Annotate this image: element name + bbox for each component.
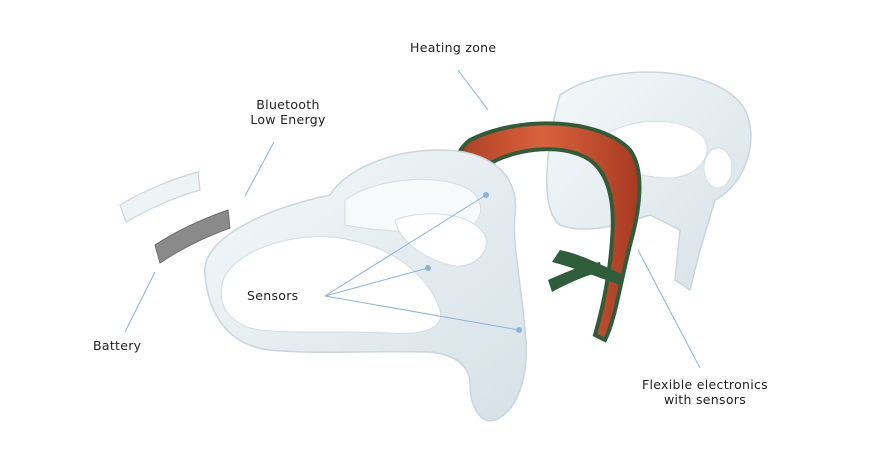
sensor-dot-2 <box>425 265 431 271</box>
rear-headset-shell <box>546 71 752 292</box>
pointer-lines <box>124 69 701 369</box>
bluetooth-module <box>119 171 201 223</box>
sensor-dot-1 <box>483 192 489 198</box>
sensor-pointer-1 <box>324 194 487 297</box>
sensor-dot-3 <box>516 327 522 333</box>
sensor-pointer-2 <box>324 267 429 297</box>
sensor-pointer-3 <box>324 295 520 331</box>
sensor-dots <box>425 192 522 333</box>
flexible-label-line-2: with sensors <box>663 392 747 407</box>
flexible-pointer <box>637 249 701 369</box>
bluetooth-label: Bluetooth Low Energy <box>240 97 336 127</box>
bluetooth-pointer <box>244 141 275 197</box>
battery-pack <box>154 209 231 264</box>
heating-zone-label: Heating zone <box>410 40 497 55</box>
bluetooth-label-line-2: Low Energy <box>250 112 326 127</box>
flexible-label-line-1: Flexible electronics <box>642 377 768 392</box>
battery-label: Battery <box>93 338 142 353</box>
bluetooth-label-line-1: Bluetooth <box>256 97 320 112</box>
heating-zone-pointer <box>457 69 489 111</box>
sensors-label: Sensors <box>247 288 299 303</box>
battery-pointer <box>124 271 156 333</box>
flexible-electronics-label: Flexible electronics with sensors <box>635 377 775 407</box>
